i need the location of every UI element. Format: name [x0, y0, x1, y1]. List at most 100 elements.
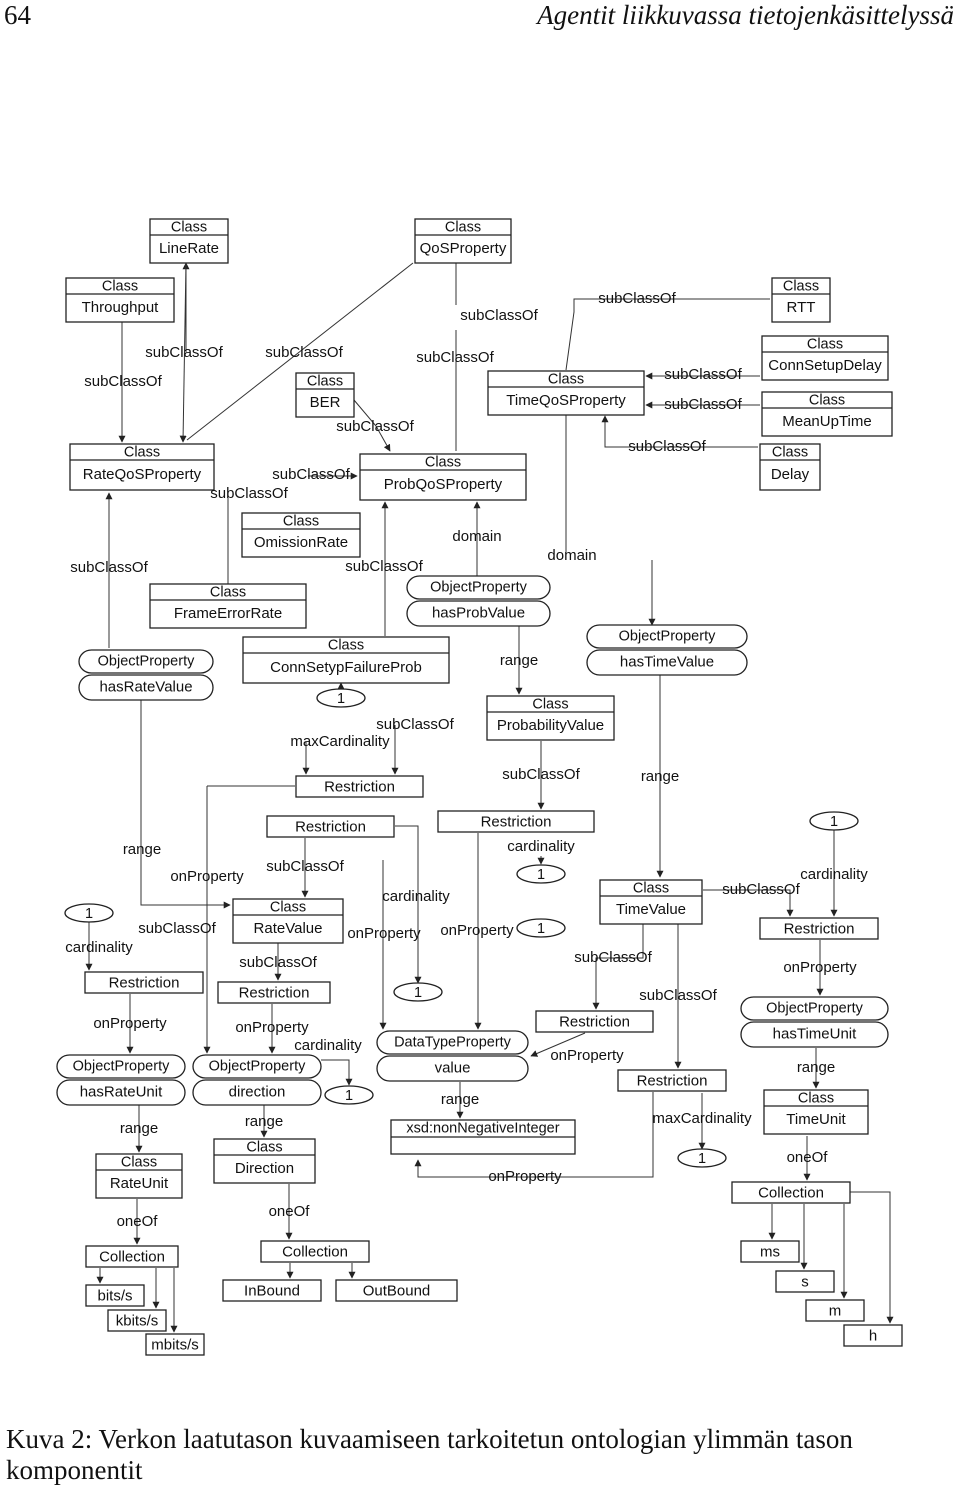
edge-label-l48: oneOf	[787, 1149, 829, 1166]
restriction-r2[interactable]: Restriction	[266, 815, 395, 838]
edge-label-l44: range	[441, 1091, 479, 1108]
value-s-label: s	[801, 1273, 809, 1290]
class-qosproperty-type: Class	[445, 219, 481, 235]
cardinality-o4-value: 1	[537, 867, 545, 883]
restriction-r7-label: Restriction	[559, 1013, 630, 1030]
edge-label-l19: range	[500, 652, 538, 669]
page-number: 64	[4, 0, 31, 30]
collection-c1[interactable]: Collection	[85, 1245, 179, 1268]
class-delay-type: Class	[772, 444, 808, 460]
restriction-r4[interactable]: Restriction	[759, 917, 879, 940]
restriction-r5[interactable]: Restriction	[84, 971, 204, 994]
edge-line	[186, 262, 414, 441]
class-xsd[interactable]: xsd:nonNegativeInteger	[390, 1119, 576, 1155]
edge-layer	[85, 261, 894, 1333]
value-outbound[interactable]: OutBound	[335, 1279, 458, 1302]
edge-label-l33: onProperty	[440, 922, 514, 939]
property-hastimevalue-name: hasTimeValue	[620, 653, 714, 670]
class-direction-type: Class	[246, 1139, 282, 1155]
class-rtt-name: RTT	[787, 299, 816, 316]
edge-label-l50: onProperty	[488, 1168, 562, 1185]
edge-label-l51: oneOf	[269, 1203, 311, 1220]
edge-label-l42: onProperty	[550, 1047, 624, 1064]
edge-line	[530, 1032, 586, 1057]
restriction-r3[interactable]: Restriction	[437, 810, 595, 833]
edge-label-l13: subClassOf	[70, 559, 148, 576]
edge-line	[179, 261, 187, 443]
edge-line	[592, 922, 644, 1010]
value-inbound[interactable]: InBound	[222, 1279, 322, 1302]
cardinality-o6-value: 1	[414, 985, 422, 1001]
edge-label-l14: subClassOf	[345, 558, 423, 575]
class-rateqosproperty-type: Class	[124, 444, 160, 460]
class-linerate-name: LineRate	[159, 240, 219, 257]
value-s[interactable]: s	[775, 1270, 835, 1293]
class-rateunit-name: RateUnit	[110, 1175, 169, 1192]
value-ms[interactable]: ms	[740, 1240, 800, 1263]
edge-line	[850, 1191, 894, 1324]
cardinality-o3: 1	[64, 903, 114, 923]
restriction-r8[interactable]: Restriction	[617, 1069, 727, 1092]
class-ratevalue-name: RateValue	[254, 920, 323, 937]
value-bits[interactable]: bits/s	[85, 1284, 145, 1307]
edge-label-l6: subClassOf	[416, 349, 494, 366]
edge-label-l32: onProperty	[347, 925, 421, 942]
class-direction-name: Direction	[235, 1160, 294, 1177]
restriction-r8-label: Restriction	[637, 1072, 708, 1089]
running-title: Agentit liikkuvassa tietojenkäsittelyssä	[537, 0, 954, 30]
edge-label-l21: maxCardinality	[290, 733, 390, 750]
figure-caption: Kuva 2: Verkon laatutason kuvaamiseen ta…	[6, 1424, 853, 1485]
collection-c2[interactable]: Collection	[260, 1240, 370, 1263]
edge-label-l28: cardinality	[800, 866, 868, 883]
collection-c3[interactable]: Collection	[731, 1181, 851, 1204]
edge-label-l35: subClassOf	[574, 949, 652, 966]
class-probabilityvalue-type: Class	[532, 696, 568, 712]
class-timeunit-type: Class	[798, 1090, 834, 1106]
value-bits-label: bits/s	[97, 1287, 132, 1304]
value-kbits-label: kbits/s	[116, 1312, 159, 1329]
cardinality-o2-value: 1	[830, 814, 838, 830]
property-directionprop-type: ObjectProperty	[209, 1058, 306, 1074]
value-kbits[interactable]: kbits/s	[107, 1309, 167, 1332]
value-h-label: h	[869, 1327, 877, 1344]
value-h[interactable]: h	[843, 1324, 903, 1347]
value-m[interactable]: m	[805, 1299, 865, 1322]
restriction-r1[interactable]: Restriction	[295, 775, 424, 798]
restriction-r6[interactable]: Restriction	[217, 981, 331, 1004]
edge-label-l30: subClassOf	[722, 881, 800, 898]
class-frameerrorrate-type: Class	[210, 584, 246, 600]
edge-label-l2: subClassOf	[265, 344, 343, 361]
value-mbits[interactable]: mbits/s	[145, 1333, 205, 1356]
edge-label-l38: subClassOf	[639, 987, 717, 1004]
class-delay-name: Delay	[771, 466, 810, 483]
restriction-r7[interactable]: Restriction	[535, 1010, 654, 1033]
cardinality-o4: 1	[516, 864, 566, 884]
